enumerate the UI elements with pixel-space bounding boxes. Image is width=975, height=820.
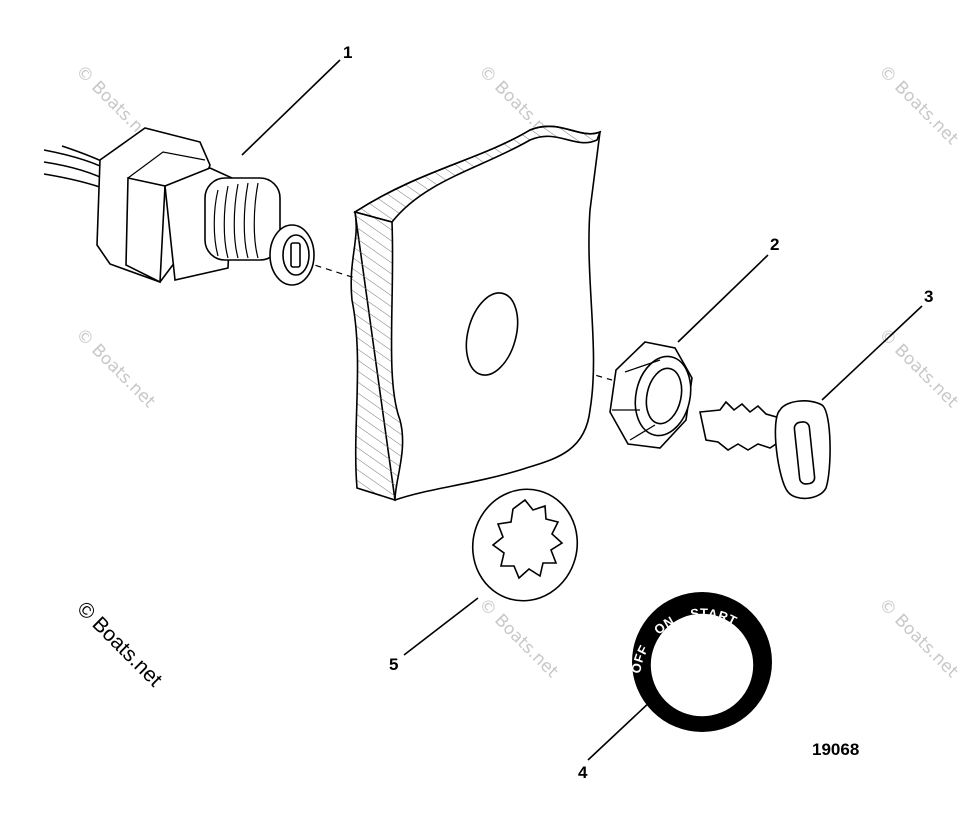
callout-1: 1: [343, 43, 352, 62]
hex-nut-part: [609, 341, 693, 449]
watermark-7: © Boats.net: [474, 594, 562, 682]
watermark-4: © Boats.net: [71, 324, 159, 412]
lock-washer-part: [471, 488, 579, 602]
leader-lines: [241, 59, 923, 761]
callouts: 1 2 3 4 5: [343, 43, 933, 782]
ignition-bezel-part: OFF ON START: [628, 592, 772, 732]
copyright-notice: © Boats.net: [72, 597, 166, 691]
dashboard-panel: [350, 125, 602, 502]
callout-4: 4: [578, 763, 588, 782]
callout-2: 2: [770, 235, 779, 254]
callout-5: 5: [389, 655, 398, 674]
figure-number: 19068: [812, 740, 859, 759]
ignition-key-part: [699, 400, 831, 500]
watermark-3: © Boats.net: [874, 61, 962, 149]
ignition-switch-part: [43, 127, 315, 286]
watermark-8: © Boats.net: [874, 594, 962, 682]
callout-3: 3: [924, 287, 933, 306]
